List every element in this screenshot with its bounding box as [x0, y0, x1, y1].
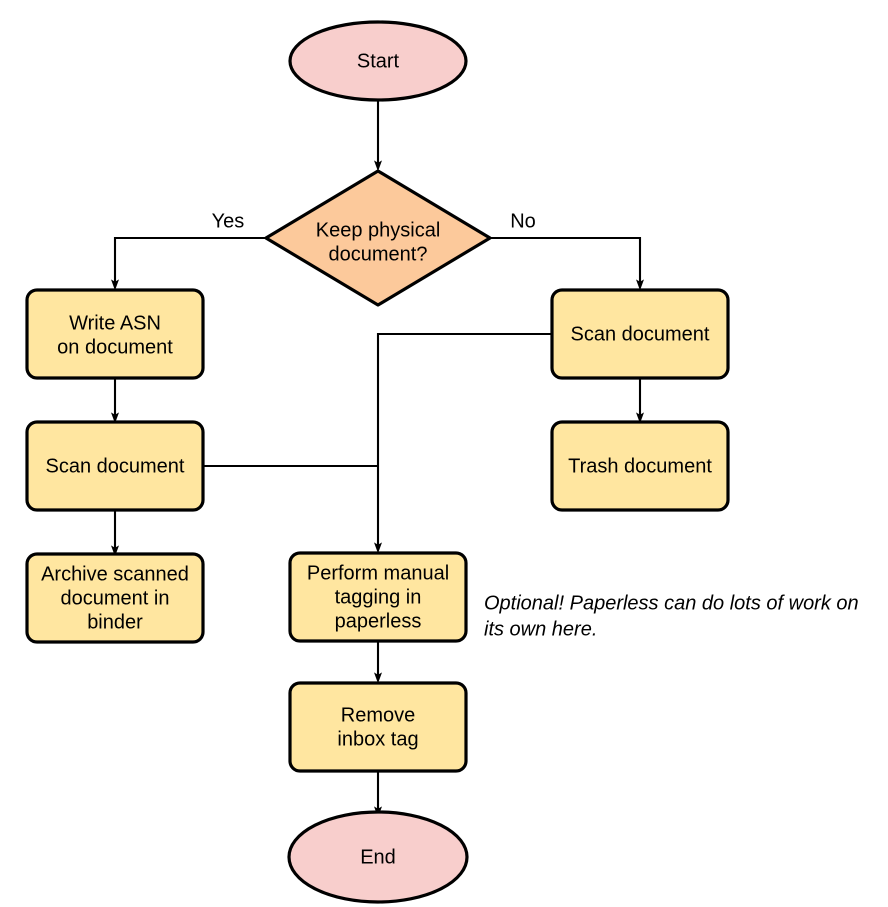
end-label: End — [360, 846, 396, 868]
node-trash-document[interactable]: Trash document — [550, 420, 730, 512]
decision-label-line2: document? — [329, 243, 428, 265]
remove-tag-box-shape — [288, 681, 468, 773]
tagging-label-line3: paperless — [335, 610, 422, 632]
write-asn-label-line1: Write ASN — [69, 312, 161, 334]
archive-label-line2: document in — [61, 587, 170, 609]
node-remove-inbox-tag[interactable]: Remove inbox tag — [288, 681, 468, 773]
node-scan-document-right[interactable]: Scan document — [550, 288, 730, 380]
trash-label: Trash document — [568, 455, 712, 477]
remove-tag-label-line1: Remove — [341, 704, 415, 726]
node-write-asn[interactable]: Write ASN on document — [25, 288, 205, 380]
node-start[interactable]: Start — [288, 20, 468, 102]
edge-scan-right-to-tagging — [378, 332, 552, 548]
trash-box-shape — [550, 420, 730, 512]
edge-label-no: No — [510, 210, 536, 232]
tagging-box-shape — [288, 551, 468, 643]
write-asn-label-line2: on document — [57, 336, 173, 358]
node-perform-manual-tagging[interactable]: Perform manual tagging in paperless — [288, 551, 468, 643]
annotation-line1: Optional! Paperless can do lots of work … — [484, 592, 859, 614]
annotation-line2: its own here. — [484, 618, 597, 640]
archive-box-shape — [25, 552, 205, 644]
edge-decision-yes-to-write-asn — [115, 236, 265, 285]
write-asn-box-shape — [25, 288, 205, 380]
start-ellipse-shape — [288, 20, 468, 102]
archive-label-line1: Archive scanned — [41, 563, 189, 585]
remove-tag-label-line2: inbox tag — [337, 728, 418, 750]
start-label: Start — [357, 50, 400, 72]
tagging-label-line1: Perform manual — [307, 562, 449, 584]
scan-right-label: Scan document — [571, 323, 710, 345]
tagging-label-line2: tagging in — [335, 586, 422, 608]
scan-right-box-shape — [550, 288, 730, 380]
edge-label-yes: Yes — [212, 210, 245, 232]
archive-label-line3: binder — [87, 611, 143, 633]
decision-label-line1: Keep physical — [316, 219, 441, 241]
node-scan-document-left[interactable]: Scan document — [25, 420, 205, 512]
node-decision-keep-physical-document[interactable]: Keep physical document? — [264, 169, 492, 307]
node-archive-scanned-document[interactable]: Archive scanned document in binder — [25, 552, 205, 644]
annotation-optional-note: Optional! Paperless can do lots of work … — [484, 592, 859, 640]
node-end[interactable]: End — [287, 810, 469, 904]
edge-decision-no-to-scan-right — [490, 236, 640, 285]
end-ellipse-shape — [287, 810, 469, 904]
decision-diamond-shape — [264, 169, 492, 307]
scan-left-box-shape — [25, 420, 205, 512]
scan-left-label: Scan document — [46, 455, 185, 477]
